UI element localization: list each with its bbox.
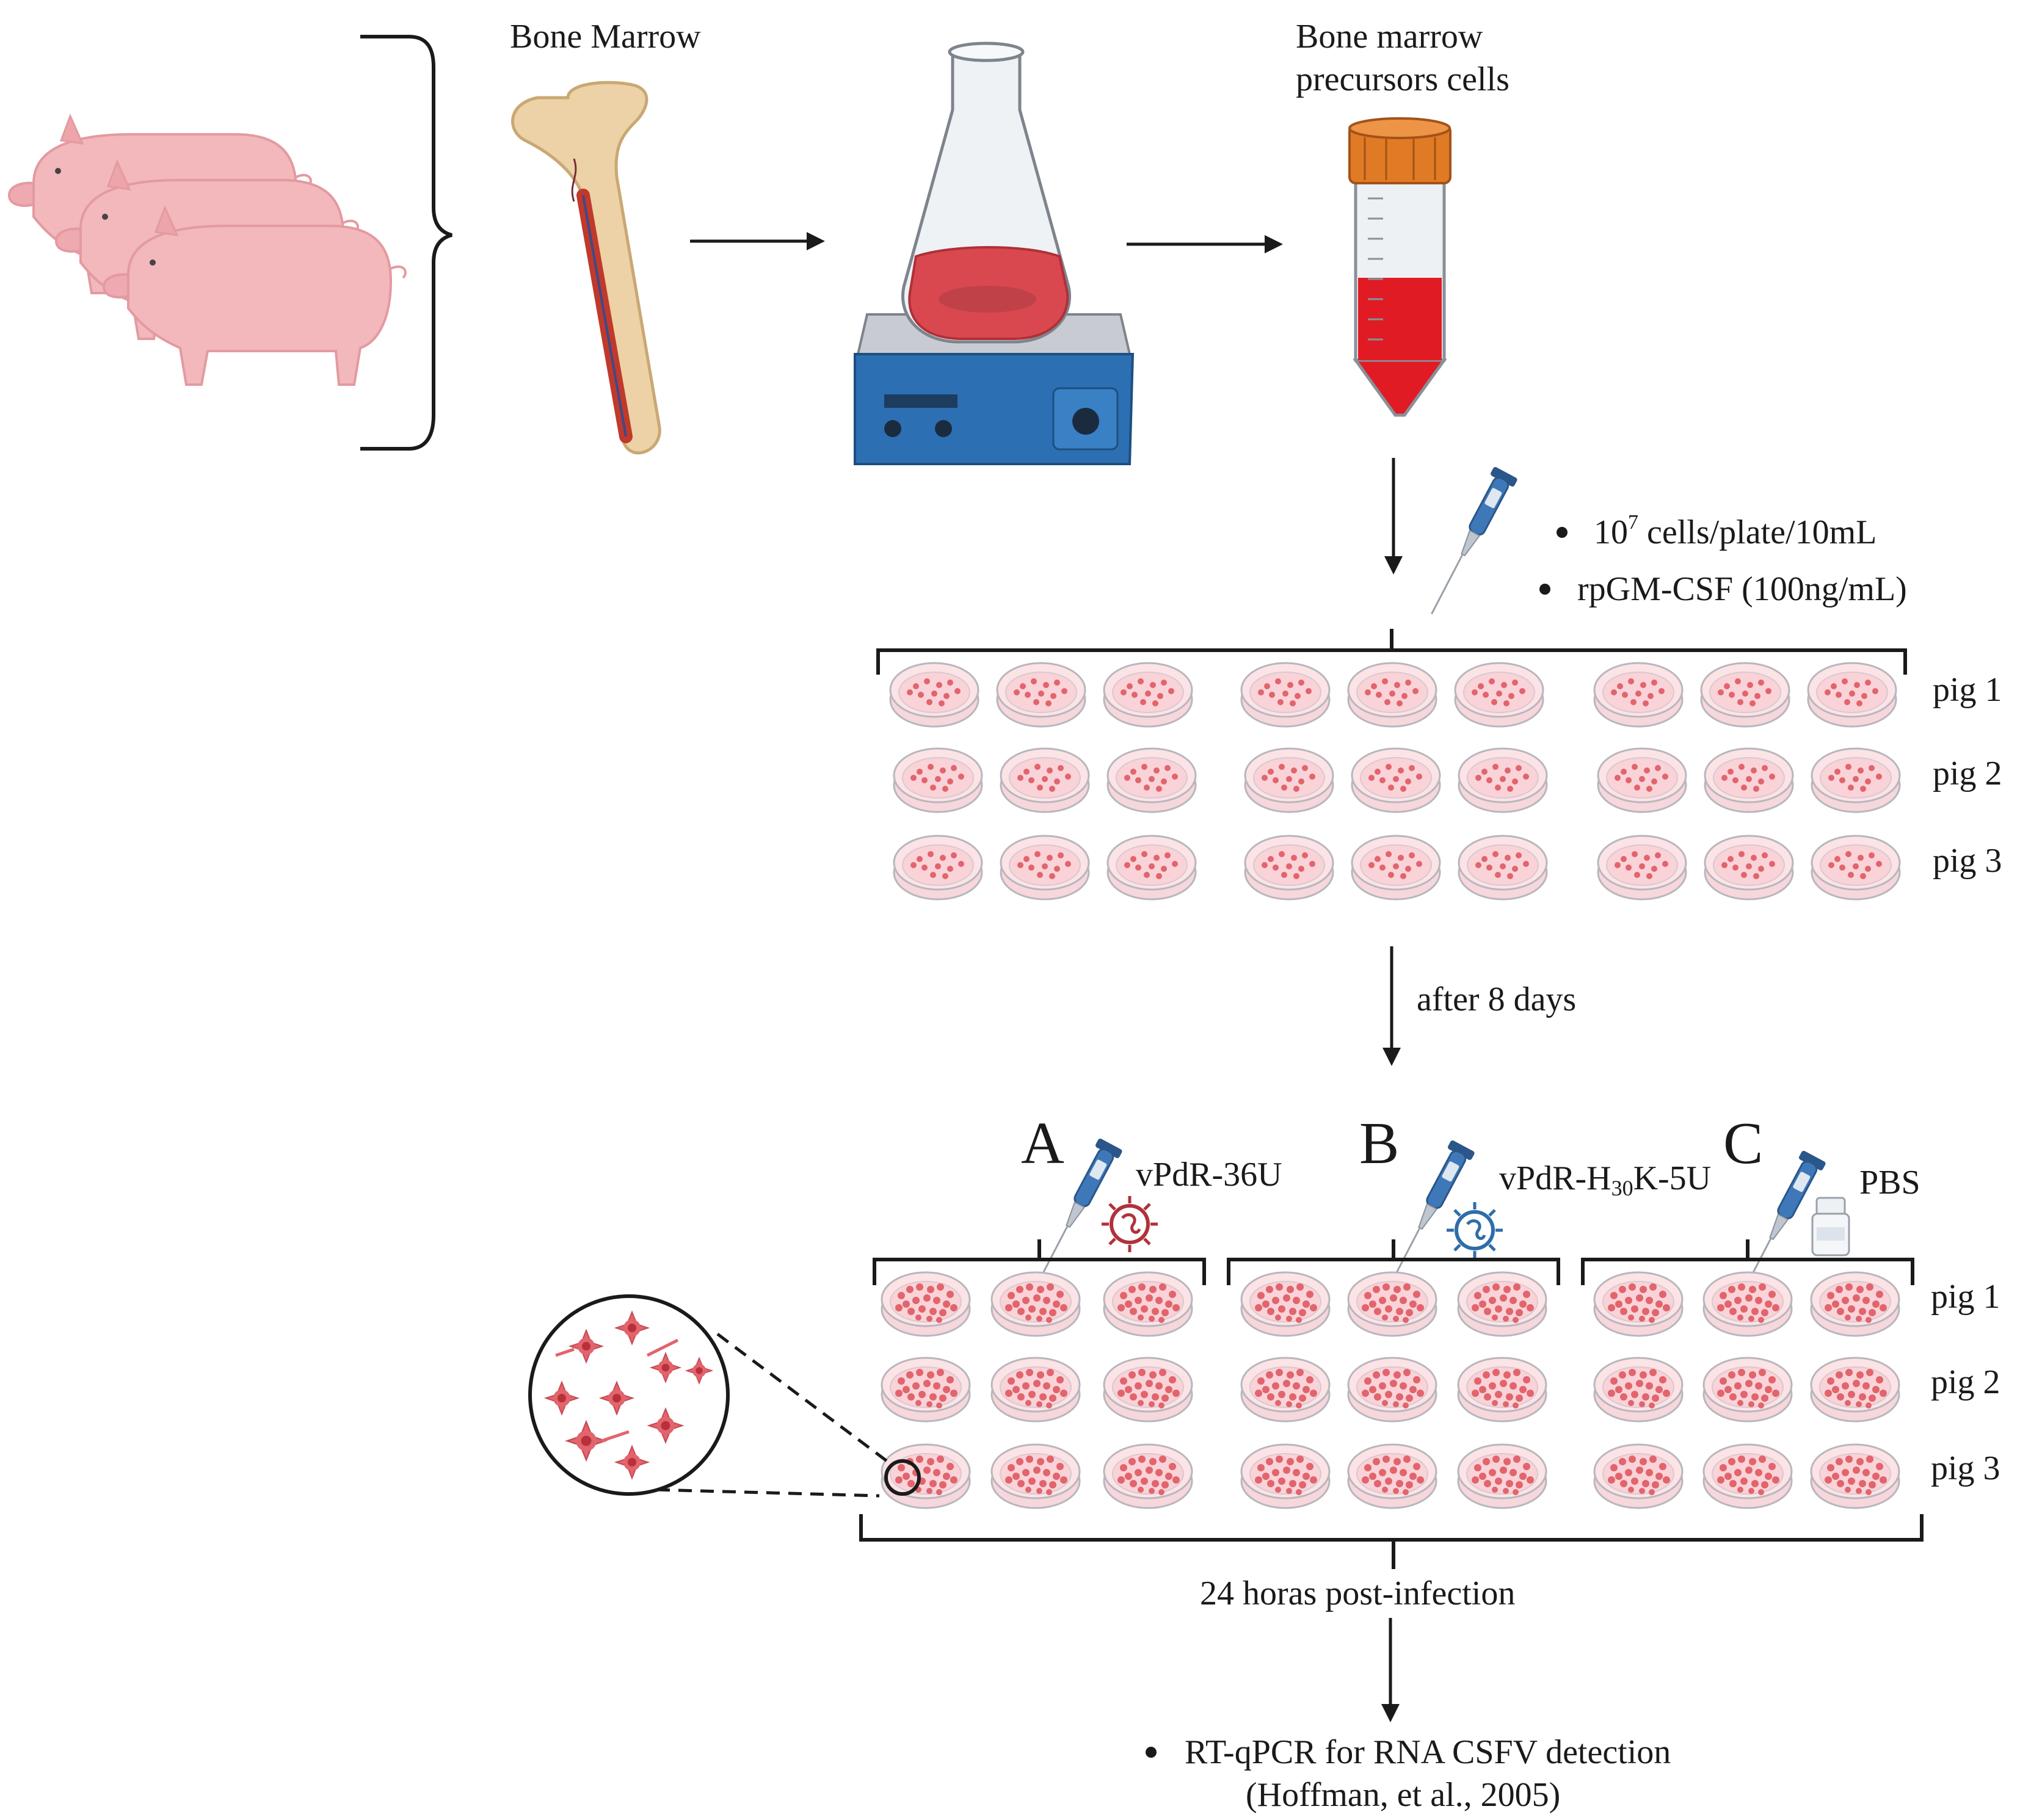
petri-dish-icon [1593, 662, 1684, 728]
group-c-letter: C [1723, 1111, 1763, 1176]
row-label-pig3-bottom: pig 3 [1931, 1449, 2000, 1487]
flask-on-stirrer-icon [854, 42, 1135, 465]
petri-dish-icon [1458, 747, 1548, 813]
petri-dish-icon [1103, 1357, 1193, 1423]
group-b-letter: B [1359, 1111, 1399, 1176]
group-a-bracket [873, 1239, 1206, 1285]
petri-dish-icon [1106, 747, 1197, 813]
row-label-pig1-bottom: pig 1 [1931, 1278, 2000, 1316]
after-days-label: after 8 days [1417, 981, 1576, 1018]
petri-dish-icon [893, 835, 983, 901]
petri-dish-icon [1000, 835, 1090, 901]
precursors-label-line1: Bone marrow [1296, 18, 1483, 56]
petri-dish-icon [1702, 1443, 1793, 1509]
row-label-pig3: pig 3 [1933, 842, 2002, 880]
row-label-pig2: pig 2 [1933, 755, 2002, 792]
zoom-line-bottom [656, 1488, 880, 1498]
bullet-cells: 107 cells/plate/10mL [1594, 511, 1876, 551]
bullet-dot [1539, 584, 1550, 595]
bullet-dot [1557, 527, 1568, 538]
precursors-label-line2: precursors cells [1296, 60, 1510, 98]
petri-dish-icon [1457, 1357, 1547, 1423]
petri-dish-icon [1240, 662, 1331, 728]
bone-marrow-label: Bone Marrow [510, 18, 701, 56]
pbs-bottle-icon [1811, 1197, 1850, 1256]
bottom-plate-grid [881, 1271, 1900, 1509]
conical-tube-icon [1348, 117, 1451, 417]
petri-dish-icon [996, 662, 1086, 728]
petri-dish-icon [1597, 835, 1687, 901]
petri-dish-icon [1702, 1357, 1793, 1423]
petri-dish-icon [1106, 835, 1197, 901]
petri-dish-icon [1457, 1443, 1547, 1509]
top-plate-grid [889, 662, 1901, 901]
zoom-target-circle [884, 1459, 921, 1496]
petri-dish-icon [1240, 1357, 1331, 1423]
bottom-plates-bracket [859, 1514, 1924, 1569]
petri-dish-icon [1347, 1443, 1437, 1509]
magnified-cells-icon [528, 1294, 730, 1496]
petri-dish-icon [1593, 1443, 1684, 1509]
petri-dish-icon [1811, 835, 1901, 901]
petri-dish-icon [1457, 1271, 1547, 1337]
row-label-pig1: pig 1 [1933, 671, 2002, 709]
petri-dish-icon [1000, 747, 1090, 813]
rtqpcr-label-line2: (Hoffman, et al., 2005) [1246, 1776, 1560, 1814]
group-b-bracket [1227, 1239, 1560, 1285]
virus-icon [1102, 1196, 1158, 1252]
petri-dish-icon [1700, 662, 1790, 728]
petri-dish-icon [1704, 835, 1794, 901]
post-infection-label: 24 horas post-infection [1200, 1575, 1515, 1612]
petri-dish-icon [1807, 662, 1897, 728]
petri-dish-icon [1351, 835, 1441, 901]
row-label-pig2-bottom: pig 2 [1931, 1363, 2000, 1401]
group-c-reagent: PBS [1859, 1164, 1920, 1202]
petri-dish-icon [1702, 1271, 1793, 1337]
petri-dish-icon [881, 1271, 971, 1337]
bullet-gmcsf: rpGM-CSF (100ng/mL) [1577, 570, 1907, 608]
petri-dish-icon [1704, 747, 1794, 813]
petri-dish-icon [1103, 662, 1193, 728]
petri-dish-icon [881, 1357, 971, 1423]
group-c-bracket [1581, 1239, 1914, 1285]
petri-dish-icon [893, 747, 983, 813]
grouping-brace [360, 35, 452, 451]
petri-dish-icon [990, 1271, 1081, 1337]
petri-dish-icon [1240, 1443, 1331, 1509]
petri-dish-icon [1454, 662, 1544, 728]
rtqpcr-label-line1: RT-qPCR for RNA CSFV detection [1185, 1733, 1671, 1771]
bone-icon [511, 81, 661, 455]
petri-dish-icon [1593, 1271, 1684, 1337]
petri-dish-icon [1810, 1443, 1900, 1509]
pig-group [8, 115, 407, 386]
petri-dish-icon [1103, 1443, 1193, 1509]
group-a-reagent: vPdR-36U [1136, 1156, 1282, 1194]
zoom-line-top [716, 1333, 890, 1463]
petri-dish-icon [1244, 747, 1334, 813]
group-b-reagent: vPdR-H30K-5U [1499, 1159, 1711, 1200]
petri-dish-icon [889, 662, 979, 728]
petri-dish-icon [1347, 1357, 1437, 1423]
petri-dish-icon [1351, 747, 1441, 813]
petri-dish-icon [1347, 662, 1437, 728]
petri-dish-icon [990, 1443, 1081, 1509]
top-plates-bracket [876, 629, 1907, 675]
petri-dish-icon [1593, 1357, 1684, 1423]
petri-dish-icon [990, 1357, 1081, 1423]
petri-dish-icon [1810, 1357, 1900, 1423]
petri-dish-icon [1347, 1271, 1437, 1337]
virus-icon [1447, 1202, 1503, 1258]
petri-dish-icon [1810, 1271, 1900, 1337]
petri-dish-icon [1458, 835, 1548, 901]
petri-dish-icon [1244, 835, 1334, 901]
bullet-dot [1146, 1747, 1157, 1758]
group-a-letter: A [1021, 1111, 1064, 1176]
petri-dish-icon [1811, 747, 1901, 813]
petri-dish-icon [1597, 747, 1687, 813]
petri-dish-icon [1240, 1271, 1331, 1337]
petri-dish-icon [1103, 1271, 1193, 1337]
pipette-icon [1418, 465, 1519, 622]
petri-dish-icon [881, 1443, 971, 1509]
